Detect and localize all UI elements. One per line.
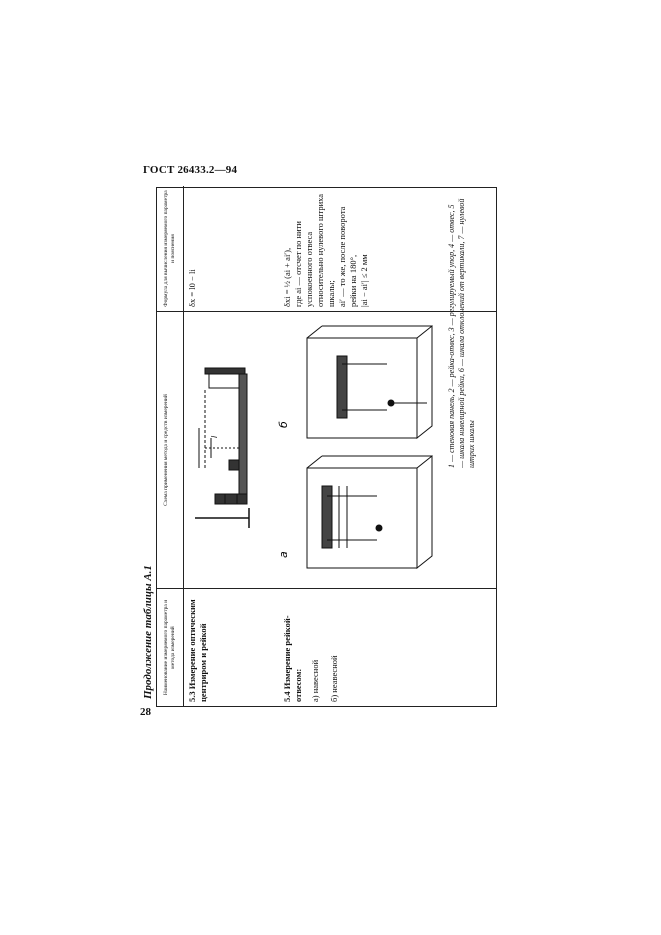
formula-line-2: где ai — отсчет по нити — [293, 221, 303, 307]
page-number: 28 — [140, 706, 151, 718]
table-caption: Продолжение таблицы А.1 — [142, 565, 154, 699]
header-formula: Формула для вычисления измеряемого парам… — [157, 186, 184, 311]
column-scheme: Схема применения метода и средств измере… — [157, 199, 496, 588]
column-formula: Формула для вычисления измеряемого парам… — [157, 186, 496, 311]
formula-line-7: рейки на 180°, — [348, 254, 358, 307]
document-code: ГОСТ 26433.2—94 — [143, 164, 238, 176]
optical-centering-diagram: l — [195, 367, 250, 528]
formula-line-1: δхi = ½ (ai + ai′), — [282, 247, 292, 307]
figure-label-b: б — [277, 421, 290, 428]
row-5-4-item-b: б) неавесной — [329, 655, 339, 702]
row-5-4-item-a: а) навесной — [310, 659, 320, 702]
row-5-4-formula: δхi = ½ (ai + ai′), где ai — отсчет по н… — [282, 189, 370, 307]
plumb-rod-diagram: а б — [277, 324, 433, 570]
header-name: Наименование измеряемого параметра и мет… — [157, 589, 184, 706]
formula-line-4: относительно нулевого штриха — [315, 193, 325, 307]
header-scheme: Схема применения метода и средств измере… — [157, 312, 184, 588]
figure-label-a: а — [277, 551, 290, 558]
rotated-table-block: Продолжение таблицы А.1 Наименование изм… — [142, 186, 497, 707]
row-5-3-title: 5.3 Измерение оптическим центриром и рей… — [187, 599, 208, 702]
formula-line-5: шкалы; — [326, 280, 336, 307]
formula-line-3: успокоенного отвеса — [304, 231, 314, 307]
table: Наименование измеряемого параметра и мет… — [156, 186, 497, 707]
formula-line-6: ai′ — то же, после поворота — [337, 206, 347, 307]
row-5-4-title: 5.4 Измерение рейкой-отвесом: — [282, 615, 303, 702]
offset-label: l — [210, 435, 219, 438]
formula-line-8: |ai − ai′| ≤ 2 мм — [359, 254, 369, 307]
row-5-3-formula: δх = l0 − li — [187, 269, 197, 307]
column-name: Наименование измеряемого параметра и мет… — [157, 588, 496, 706]
